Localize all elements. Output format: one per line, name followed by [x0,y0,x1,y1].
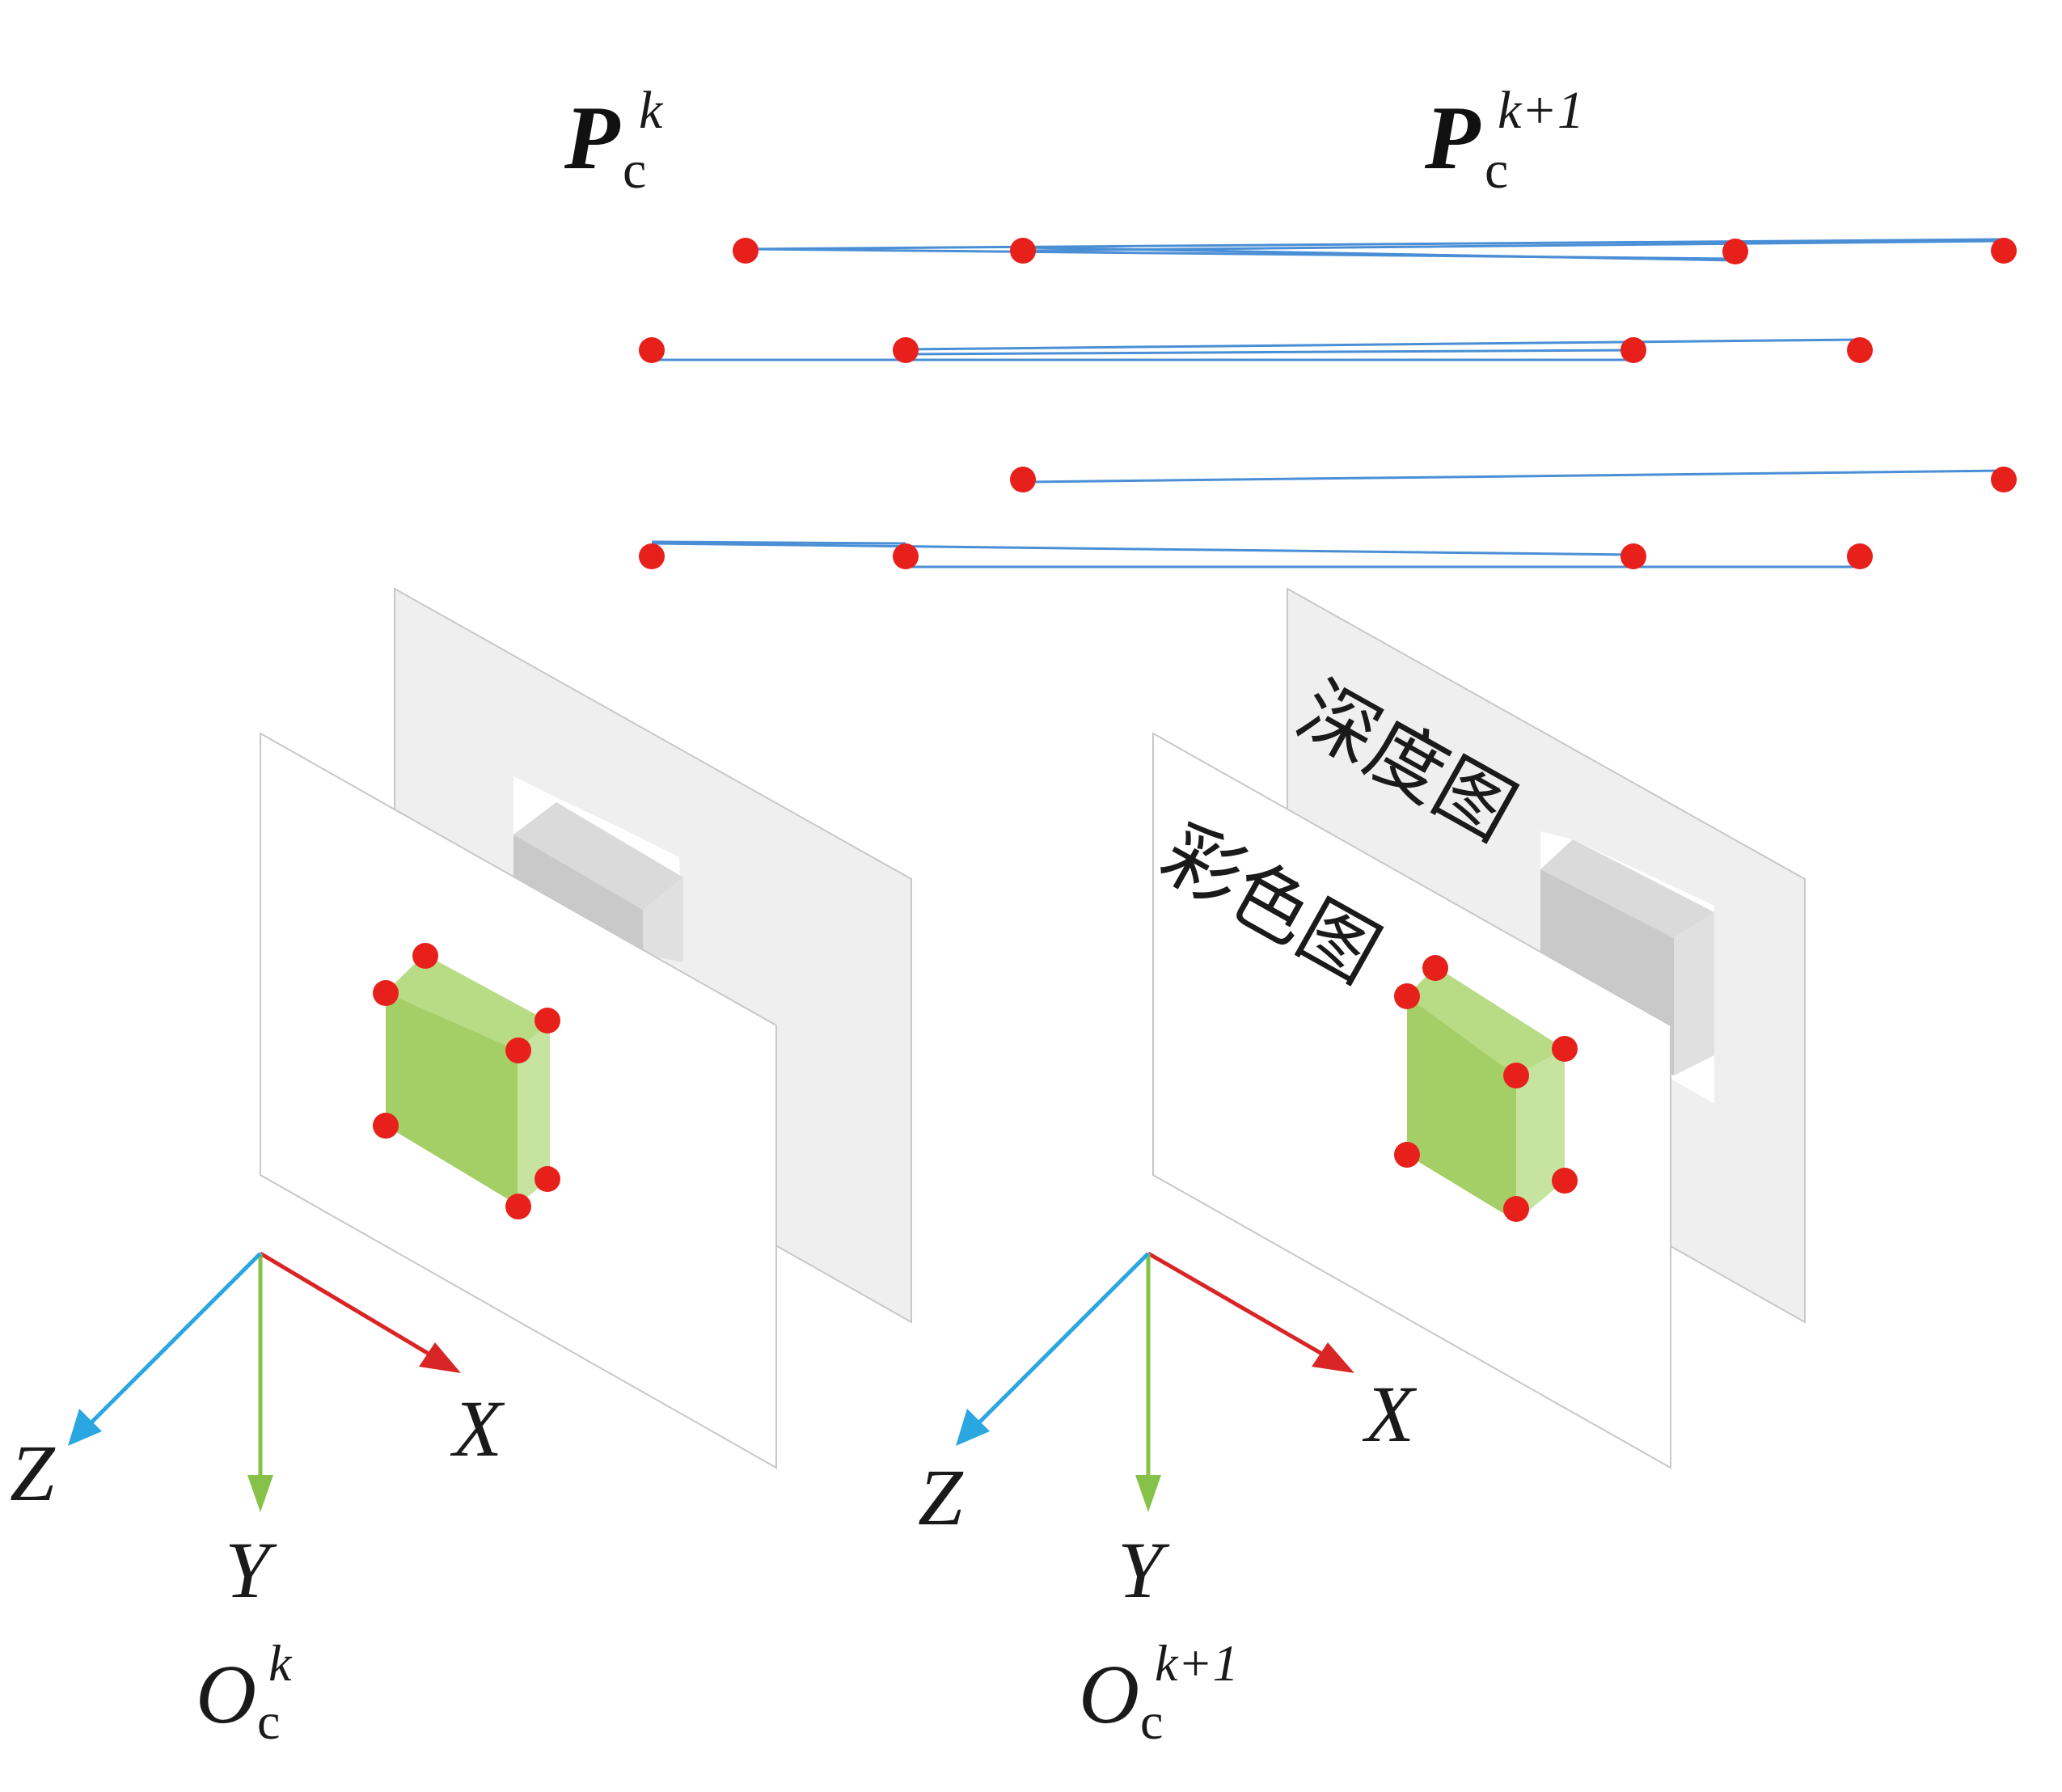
feature-point [1847,337,1873,363]
match-lines [651,238,2005,568]
point-cloud-label-k1: P c k+1 [1424,81,1584,200]
y-axis-label: Y [225,1525,277,1615]
z-axis-arrow [89,1252,262,1425]
feature-point [1394,1142,1420,1168]
origin-label-k: O c k [196,1634,293,1750]
point-cloud-superscript: k+1 [1498,81,1584,140]
feature-point [373,1113,399,1139]
z-axis-arrow [977,1252,1150,1425]
x-axis-arrow [1147,1251,1332,1361]
feature-point [1722,239,1748,264]
match-line [905,349,1634,356]
y-axis-label: Y [1118,1525,1170,1615]
x-axis-label: X [1362,1369,1418,1459]
origin-superscript: k [268,1634,293,1692]
point-cloud-symbol: P [564,88,621,188]
origin-superscript: k+1 [1155,1634,1239,1692]
feature-point [1847,543,1873,569]
feature-point [535,1008,560,1033]
feature-points [639,238,2017,569]
match-line [651,542,1634,556]
z-axis-label: Z [10,1428,56,1518]
point-cloud-label-k: P c k [564,81,664,200]
x-axis-arrow [259,1251,438,1361]
feature-point [1991,467,2017,492]
feature-point [733,238,758,264]
feature-point [1620,543,1646,569]
feature-point [1552,1036,1578,1062]
feature-point [373,980,399,1006]
feature-point [1991,238,2017,264]
origin-label-k1: O c k+1 [1079,1634,1239,1750]
match-line [651,540,906,545]
object-corner-points [373,943,560,1219]
feature-point [1620,337,1646,363]
match-line [1022,469,2005,484]
feature-point [412,943,438,969]
match-line [745,238,2005,251]
feature-point [1503,1063,1529,1088]
x-axis-label: X [450,1384,505,1473]
depth-object [513,776,683,962]
coordinate-axes-k: X Y Z [10,1251,505,1615]
point-cloud-subscript: c [1485,141,1508,200]
camera-frame-k: X Y Z O c k [10,587,912,1750]
color-object [386,954,550,1205]
match-line [1022,239,2005,252]
feature-point [1422,955,1448,981]
feature-point [505,1194,531,1219]
feature-point [893,543,919,569]
object-corner-points [1394,955,1578,1222]
feature-point [1503,1196,1529,1222]
camera-frame-k1: 深度图 彩色图 X Y Z [918,587,1806,1750]
feature-point [639,337,665,363]
point-cloud-superscript: k [639,81,664,140]
feature-point [893,337,919,363]
feature-point [1010,238,1036,264]
origin-subscript: c [1140,1693,1163,1750]
origin-subscript: c [257,1693,280,1750]
match-line [905,338,1861,351]
feature-point [1552,1168,1578,1194]
feature-point [535,1166,560,1192]
z-axis-label: Z [918,1452,964,1542]
feature-point [1010,467,1036,492]
coordinate-axes-k1: X Y Z [918,1251,1418,1615]
feature-point [1394,983,1420,1009]
point-cloud-subscript: c [623,141,646,200]
feature-point [639,543,665,569]
feature-point [505,1038,531,1063]
point-cloud-symbol: P [1424,88,1481,188]
origin-symbol: O [1079,1648,1139,1741]
origin-symbol: O [196,1648,256,1741]
